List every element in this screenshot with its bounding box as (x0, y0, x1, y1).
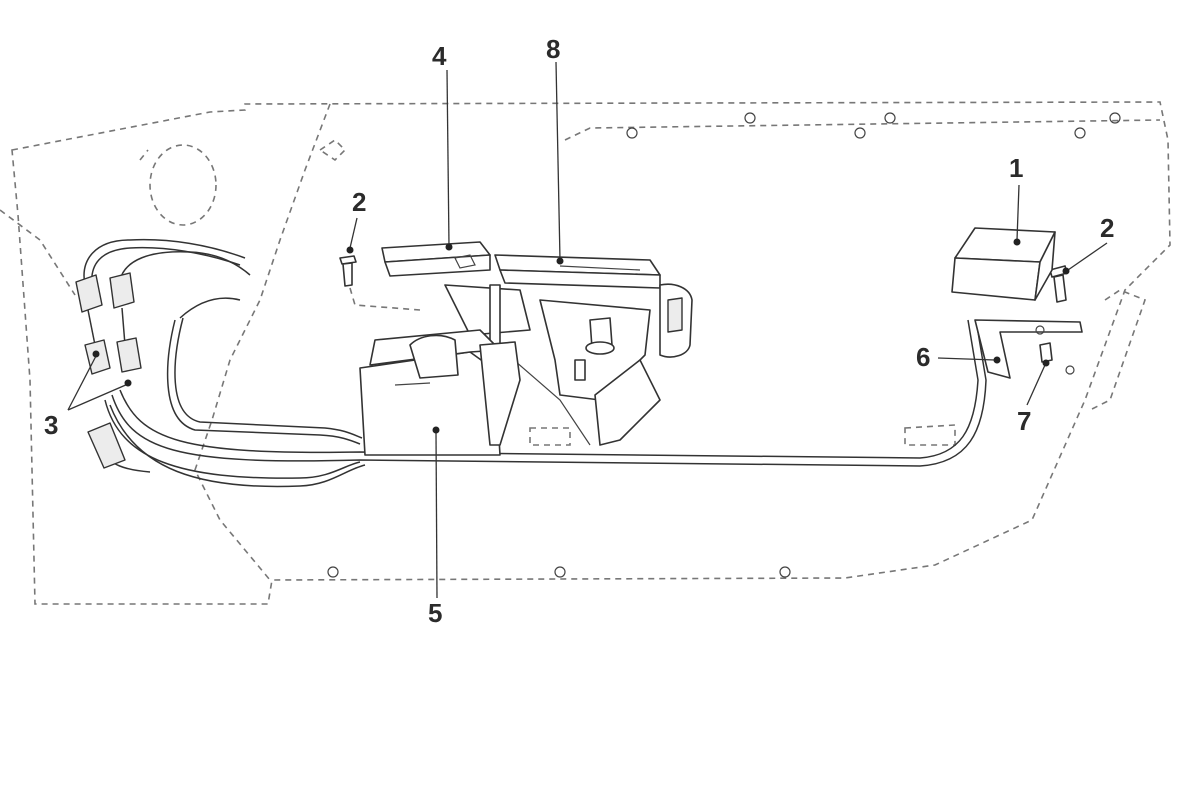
callout-8: 8 (546, 34, 560, 64)
callout-7: 7 (1017, 406, 1031, 436)
callout-4: 4 (432, 41, 447, 71)
screws (339, 255, 1068, 303)
mounting-bracket (974, 319, 1083, 379)
lower-console-box (359, 329, 521, 456)
callout-1: 1 (1009, 153, 1023, 183)
control-module (951, 227, 1056, 301)
connectors (75, 272, 142, 469)
callout-6: 6 (916, 342, 930, 372)
instrument-cluster-assembly (381, 241, 693, 446)
callout-2-left: 2 (352, 187, 366, 217)
dashboard-panel-outline (0, 101, 1171, 605)
leader-lines (67, 61, 1108, 599)
callout-2-right: 2 (1100, 213, 1114, 243)
wiring-harness (83, 238, 987, 488)
callout-5: 5 (428, 598, 442, 628)
mounting-holes (327, 112, 1121, 578)
callout-labels: 1 2 2 3 4 5 6 7 8 (44, 34, 1114, 628)
callout-3: 3 (44, 410, 58, 440)
